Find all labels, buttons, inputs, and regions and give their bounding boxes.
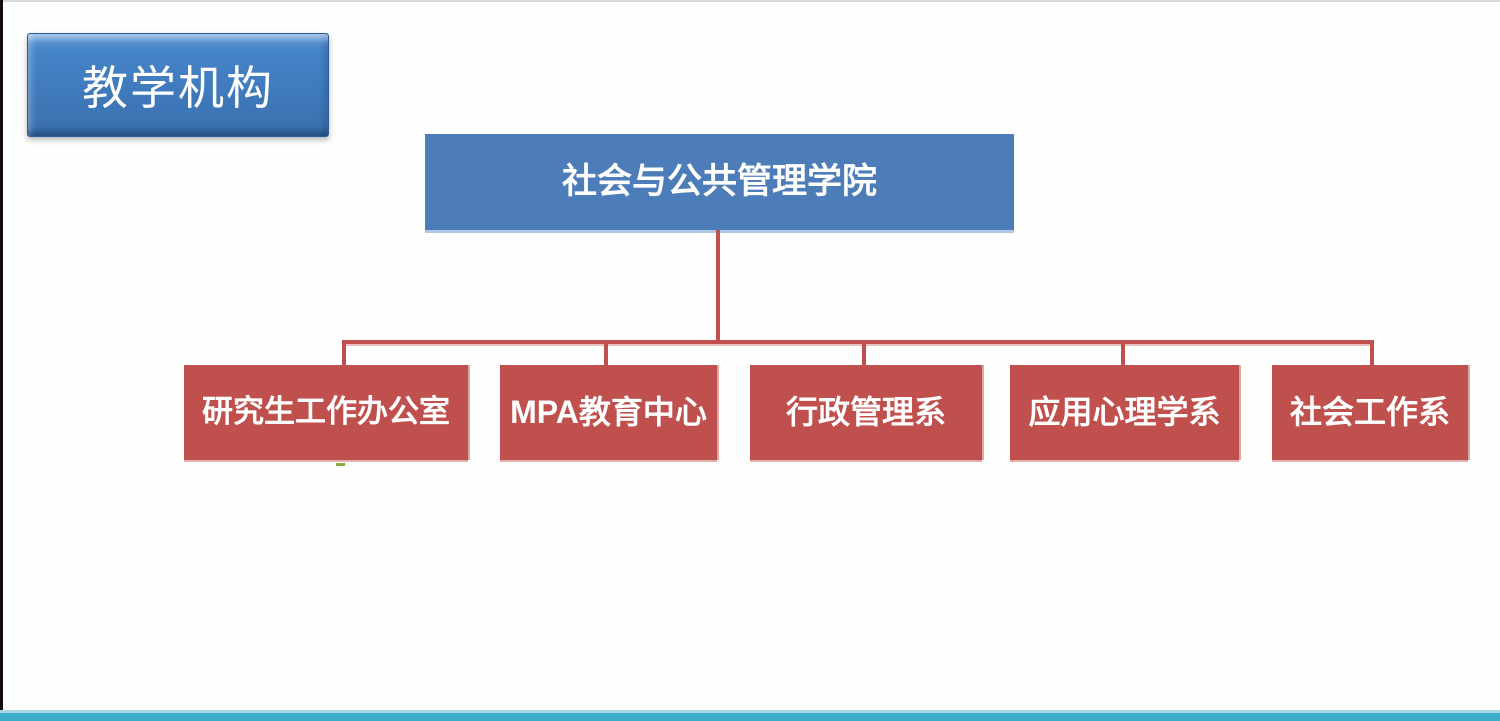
left-edge-strip [0,0,3,710]
org-node-graduate-office: 研究生工作办公室 [184,365,468,460]
org-node-label: 行政管理系 [785,393,946,430]
org-node-label: 研究生工作办公室 [202,394,450,430]
connector-drop-5 [1370,344,1374,365]
org-node-mpa-center: MPA教育中心 [500,365,717,460]
top-border-line [0,0,1500,2]
org-node-social-work-dept: 社会工作系 [1272,365,1468,460]
category-badge-teaching-institutions: 教学机构 [27,33,329,137]
green-tick-artifact [336,463,345,466]
connector-drop-2 [604,344,608,365]
connector-drop-3 [862,344,866,365]
org-node-label: 应用心理学系 [1028,393,1221,430]
org-node-public-admin-dept: 行政管理系 [750,365,982,460]
footer-accent-bar [0,710,1500,721]
connector-horizontal-bar [342,340,1374,344]
org-node-root-school: 社会与公共管理学院 [425,134,1014,230]
org-node-label: 社会工作系 [1289,393,1450,430]
connector-stem [716,230,720,342]
org-node-root-label: 社会与公共管理学院 [561,161,877,201]
category-badge-label: 教学机构 [82,62,274,114]
connector-drop-1 [342,344,346,365]
connector-drop-4 [1121,344,1125,365]
org-node-applied-psychology-dept: 应用心理学系 [1010,365,1239,460]
org-node-label: MPA教育中心 [510,393,707,430]
